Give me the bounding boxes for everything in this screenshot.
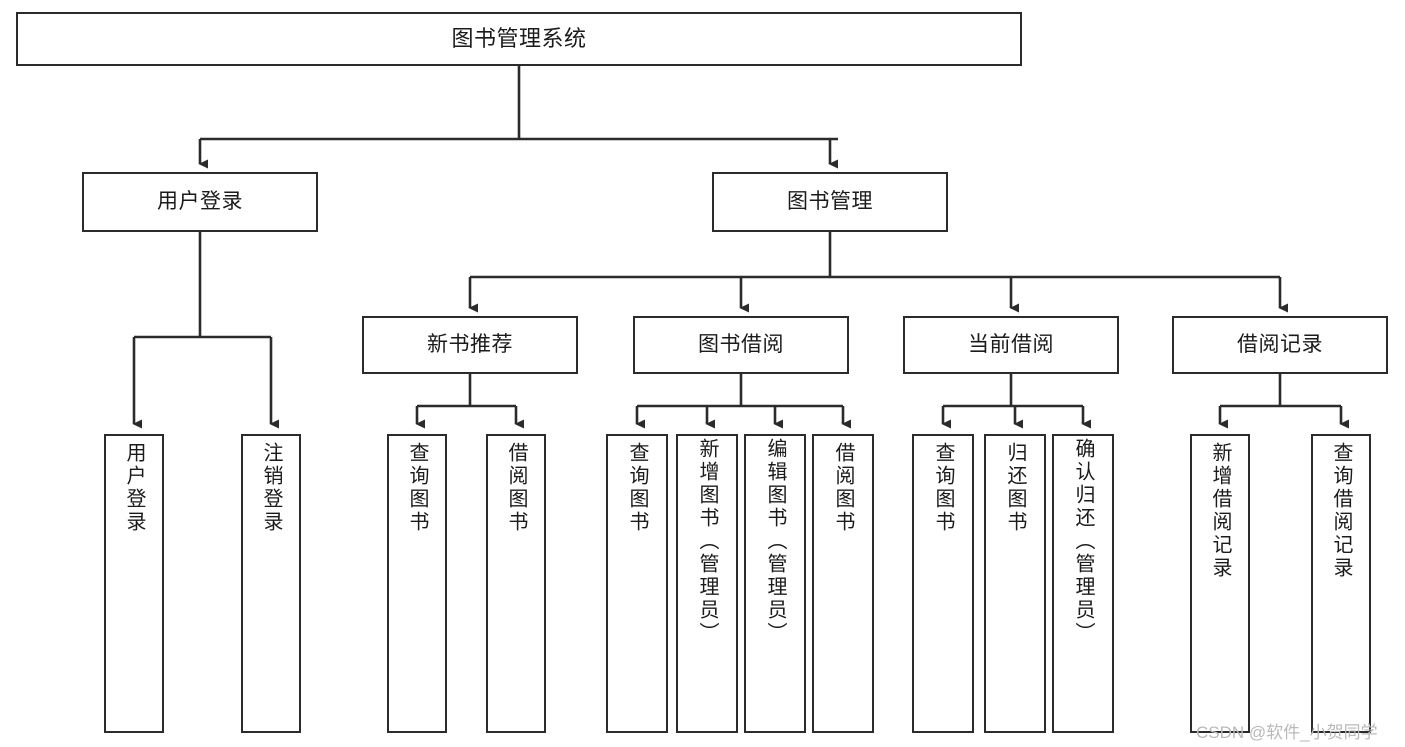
node-label: 编辑图书（管理员） [764, 438, 786, 645]
leaf-add-book-admin[interactable]: 新增图书（管理员） [676, 434, 738, 733]
node-borrowing-records[interactable]: 借阅记录 [1172, 316, 1388, 374]
leaf-query-borrowing-record[interactable]: 查询借阅记录 [1311, 434, 1371, 733]
node-label: 新书推荐 [427, 333, 513, 357]
node-label: 借阅记录 [1237, 333, 1323, 357]
node-label: 当前借阅 [968, 333, 1054, 357]
leaf-confirm-return-admin[interactable]: 确认归还（管理员） [1052, 434, 1114, 733]
node-label: 查询图书 [406, 442, 428, 534]
node-label: 新增图书（管理员） [696, 438, 718, 645]
node-label: 查询借阅记录 [1330, 442, 1352, 580]
node-label: 查询图书 [626, 442, 648, 534]
leaf-add-borrowing-record[interactable]: 新增借阅记录 [1190, 434, 1250, 733]
node-current-borrowing[interactable]: 当前借阅 [903, 316, 1119, 374]
leaf-edit-book-admin[interactable]: 编辑图书（管理员） [744, 434, 806, 733]
node-new-book-recommendation[interactable]: 新书推荐 [362, 316, 578, 374]
node-label: 查询图书 [932, 442, 954, 534]
node-book-management[interactable]: 图书管理 [712, 172, 948, 232]
node-label: 新增借阅记录 [1209, 442, 1231, 580]
watermark-text: CSDN @软件_小贺同学 [1196, 723, 1378, 742]
leaf-borrow-books-recommendation[interactable]: 借阅图书 [486, 434, 546, 733]
node-label: 注销登录 [260, 442, 282, 534]
node-label: 用户登录 [157, 190, 243, 214]
node-label: 借阅图书 [505, 442, 527, 534]
node-root-book-management-system[interactable]: 图书管理系统 [16, 12, 1022, 66]
leaf-logout[interactable]: 注销登录 [241, 434, 301, 733]
node-label: 借阅图书 [832, 442, 854, 534]
leaf-borrow-books-borrowing[interactable]: 借阅图书 [812, 434, 874, 733]
leaf-query-books-recommendation[interactable]: 查询图书 [387, 434, 447, 733]
leaf-query-books-borrowing[interactable]: 查询图书 [606, 434, 668, 733]
node-label: 图书管理 [787, 190, 873, 214]
node-label: 用户登录 [123, 442, 145, 534]
node-label: 图书借阅 [698, 333, 784, 357]
leaf-return-books[interactable]: 归还图书 [984, 434, 1046, 733]
node-label: 确认归还（管理员） [1072, 438, 1094, 645]
node-user-login[interactable]: 用户登录 [82, 172, 318, 232]
leaf-query-books-current[interactable]: 查询图书 [912, 434, 974, 733]
node-label: 归还图书 [1004, 442, 1026, 534]
node-book-borrowing[interactable]: 图书借阅 [633, 316, 849, 374]
node-label: 图书管理系统 [451, 25, 587, 51]
leaf-user-login[interactable]: 用户登录 [104, 434, 164, 733]
